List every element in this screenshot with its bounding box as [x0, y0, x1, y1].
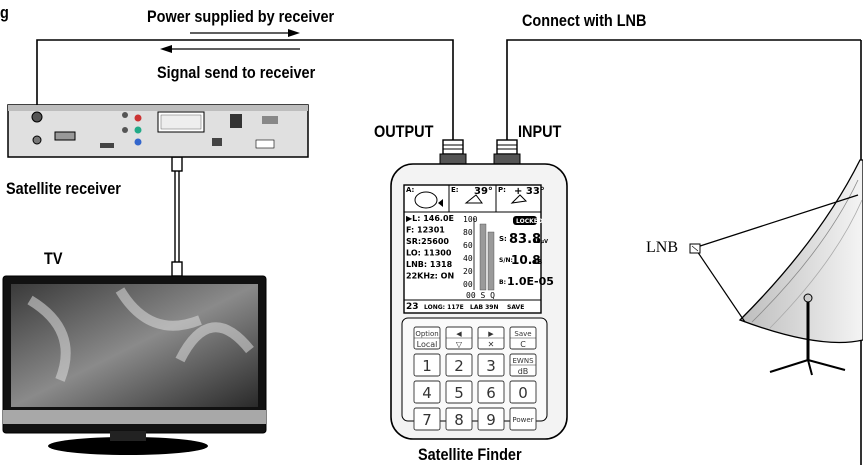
key-label: 3	[486, 357, 496, 375]
signal-bars: 100 80 60 40 20 00 00 S Q	[463, 215, 495, 300]
meter-key[interactable]: 3	[477, 353, 505, 377]
lnb-label: LNB	[646, 239, 678, 256]
key-bottom-label: dB	[518, 367, 529, 376]
meter-screen	[403, 184, 542, 314]
key-bottom-label: Local	[417, 340, 438, 349]
screen-bottom-item: LONG: 117E	[424, 304, 464, 311]
key-bottom-label: C	[520, 340, 526, 349]
bar-axis-tick: 60	[463, 241, 473, 250]
bar-bottom-label: 00 S Q	[466, 291, 495, 300]
corner-label: g	[0, 3, 9, 22]
key-top-label: EWNS	[512, 357, 534, 365]
meter-key[interactable]: ▶✕	[477, 326, 505, 350]
screen-param-line: 22KHz: ON	[406, 272, 454, 281]
screen-bottom-item: LAB 39N	[470, 304, 499, 311]
meter-key[interactable]: 9	[477, 407, 505, 431]
sn-value: 10.8	[511, 253, 541, 267]
connect-lnb-label: Connect with LNB	[522, 11, 647, 30]
tv-label: TV	[44, 249, 63, 268]
sn-unit: dB	[532, 258, 542, 266]
output-port	[439, 139, 467, 165]
b-value: 1.0E-05	[507, 275, 554, 288]
sn-label: S/N:	[499, 257, 513, 264]
meter-key[interactable]: 2	[445, 353, 473, 377]
bar-axis-tick: 40	[463, 254, 473, 263]
bar-axis-tick: 80	[463, 228, 473, 237]
key-top-label: ◀	[456, 330, 462, 338]
key-top-label: ▶	[488, 330, 494, 338]
meter-key[interactable]: 8	[445, 407, 473, 431]
key-label: 6	[486, 384, 496, 402]
screen-e-value: 39°	[474, 186, 493, 197]
key-label: 4	[422, 384, 432, 402]
bar-axis-tick: 00	[463, 280, 473, 289]
lnb-arm-lower	[696, 250, 746, 323]
key-label: 9	[486, 411, 496, 429]
key-label: 8	[454, 411, 464, 429]
s-unit: dBµV	[533, 239, 548, 245]
screen-param-line: LO: 11300	[406, 249, 452, 258]
bar-axis-tick: 20	[463, 267, 473, 276]
screen-param-line: F: 12301	[406, 226, 445, 235]
key-label: 0	[518, 384, 528, 402]
lnb-head	[689, 243, 701, 254]
meter-key[interactable]: 1	[413, 353, 441, 377]
bar-axis-tick: 100	[463, 215, 478, 224]
s-label: S:	[499, 235, 507, 243]
satellite-finder-label: Satellite Finder	[418, 445, 522, 464]
locked-badge: LOCKED	[516, 218, 543, 225]
screen-bottom-bar: 23 LONG: 117E LAB 39N SAVE	[406, 302, 524, 312]
tv	[2, 275, 267, 455]
screen-param-line: SR:25600	[406, 237, 449, 246]
key-label: 1	[422, 357, 432, 375]
screen-param-line: LNB: 1318	[406, 260, 453, 269]
satellite-finder: A: E: 39° P: + 33° ▶L: 146.0E F: 12301SR:…	[390, 139, 568, 440]
arrow-signal-left	[160, 45, 300, 53]
rf-connector	[31, 111, 43, 123]
screen-bottom-item: 23	[406, 302, 419, 312]
b-label: B:	[499, 279, 506, 286]
key-label: 5	[454, 384, 464, 402]
input-port	[493, 139, 521, 165]
satellite-receiver	[7, 104, 309, 158]
screen-p-value: + 33°	[514, 186, 545, 197]
key-label: 7	[422, 411, 432, 429]
cable-receiver-to-output	[36, 39, 454, 140]
meter-key[interactable]: ◀▽	[445, 326, 473, 350]
key-bottom-label: ▽	[456, 340, 463, 349]
signal-send-label: Signal send to receiver	[157, 63, 316, 82]
meter-key[interactable]: 6	[477, 380, 505, 404]
satellite-dish	[689, 159, 863, 376]
lnb-arm-upper	[696, 194, 859, 248]
key-label: Power	[512, 416, 533, 424]
meter-key[interactable]: EWNS dB	[509, 353, 537, 377]
screen-a-label: A:	[406, 186, 415, 194]
key-bottom-label: ✕	[488, 340, 495, 349]
meter-key[interactable]: 4	[413, 380, 441, 404]
meter-key[interactable]: Power	[509, 407, 537, 431]
arrow-power-right	[190, 29, 300, 37]
key-label: 2	[454, 357, 464, 375]
cable-receiver-to-tv	[171, 156, 183, 277]
screen-e-label: E:	[451, 186, 459, 194]
satellite-receiver-label: Satellite receiver	[6, 179, 121, 198]
meter-key[interactable]: 7	[413, 407, 441, 431]
key-top-label: Option	[415, 330, 438, 338]
screen-p-label: P:	[498, 186, 506, 194]
screen-bottom-item: SAVE	[507, 304, 524, 311]
meter-key[interactable]: 0	[509, 380, 537, 404]
input-label: INPUT	[518, 122, 562, 141]
power-supplied-label: Power supplied by receiver	[147, 7, 335, 26]
meter-key[interactable]: 5	[445, 380, 473, 404]
screen-param-line: ▶L: 146.0E	[406, 214, 454, 223]
key-top-label: Save	[514, 330, 531, 338]
s-value: 83.8	[509, 232, 541, 247]
output-label: OUTPUT	[374, 122, 434, 141]
